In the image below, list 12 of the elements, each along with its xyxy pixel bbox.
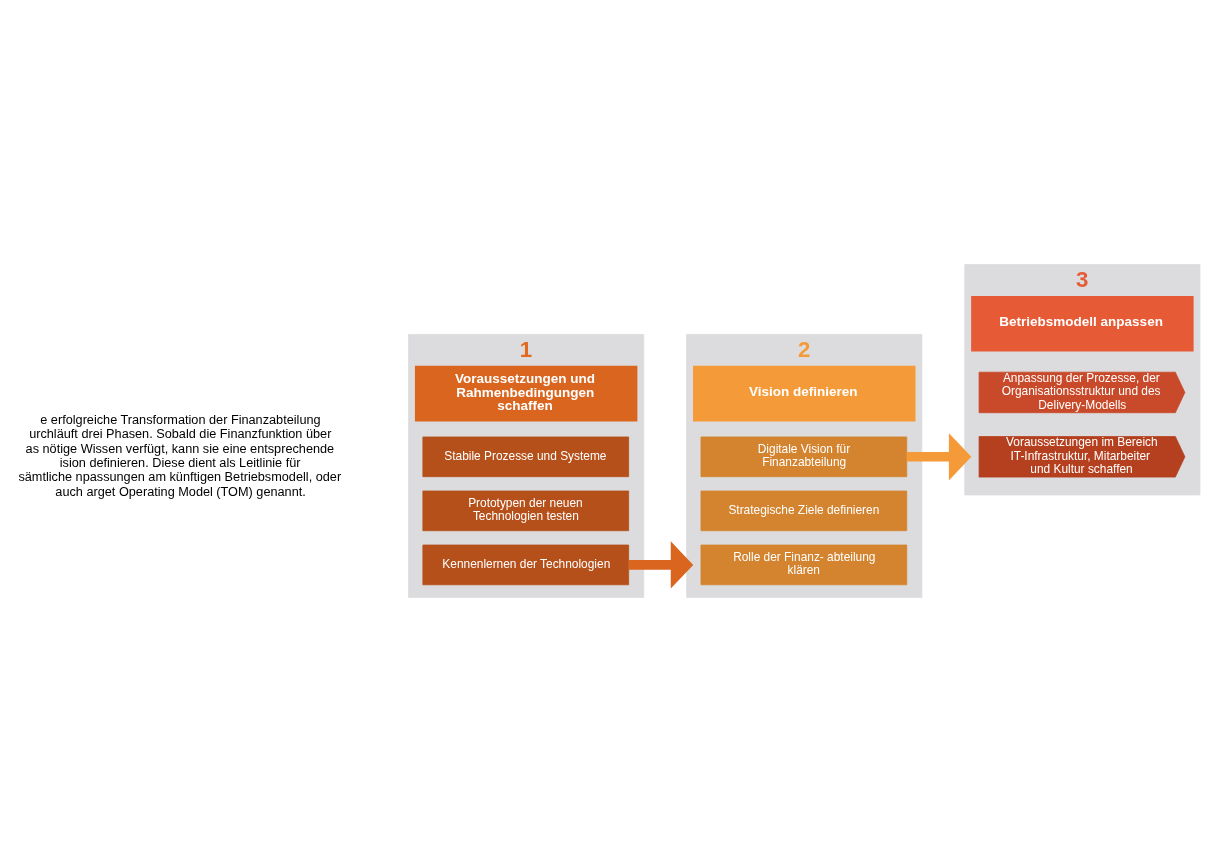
node-box: Rolle der Finanz- abteilung klären	[700, 544, 908, 586]
node-box: Prototypen der neuen Technologien testen	[422, 490, 630, 532]
node-box: Stabile Prozesse und Systeme	[422, 436, 630, 478]
label: e erfolgreiche Transformation der Finanzabteilung urchläuft drei Phasen. Sobald die Finanzfunktion über as nötige Wissen verfügt, kann sie eine entsprechende ision definieren. Diese dient als Leitlinie für sämtliche npassungen am künftigen Betriebsmodell, oder auch arget Operating Model (TOM) genannt.	[18, 412, 342, 499]
node-label: 1	[519, 336, 533, 362]
arrow	[906, 433, 972, 481]
node-box: Kennenlernen der Technologien	[422, 544, 630, 586]
node-box: Digitale Vision für Finanzabteilung	[700, 436, 908, 478]
arrow	[628, 541, 694, 589]
node-label: 2	[797, 336, 811, 362]
node-label: 3	[1076, 266, 1089, 292]
node-box: Strategische Ziele definieren	[700, 490, 908, 532]
